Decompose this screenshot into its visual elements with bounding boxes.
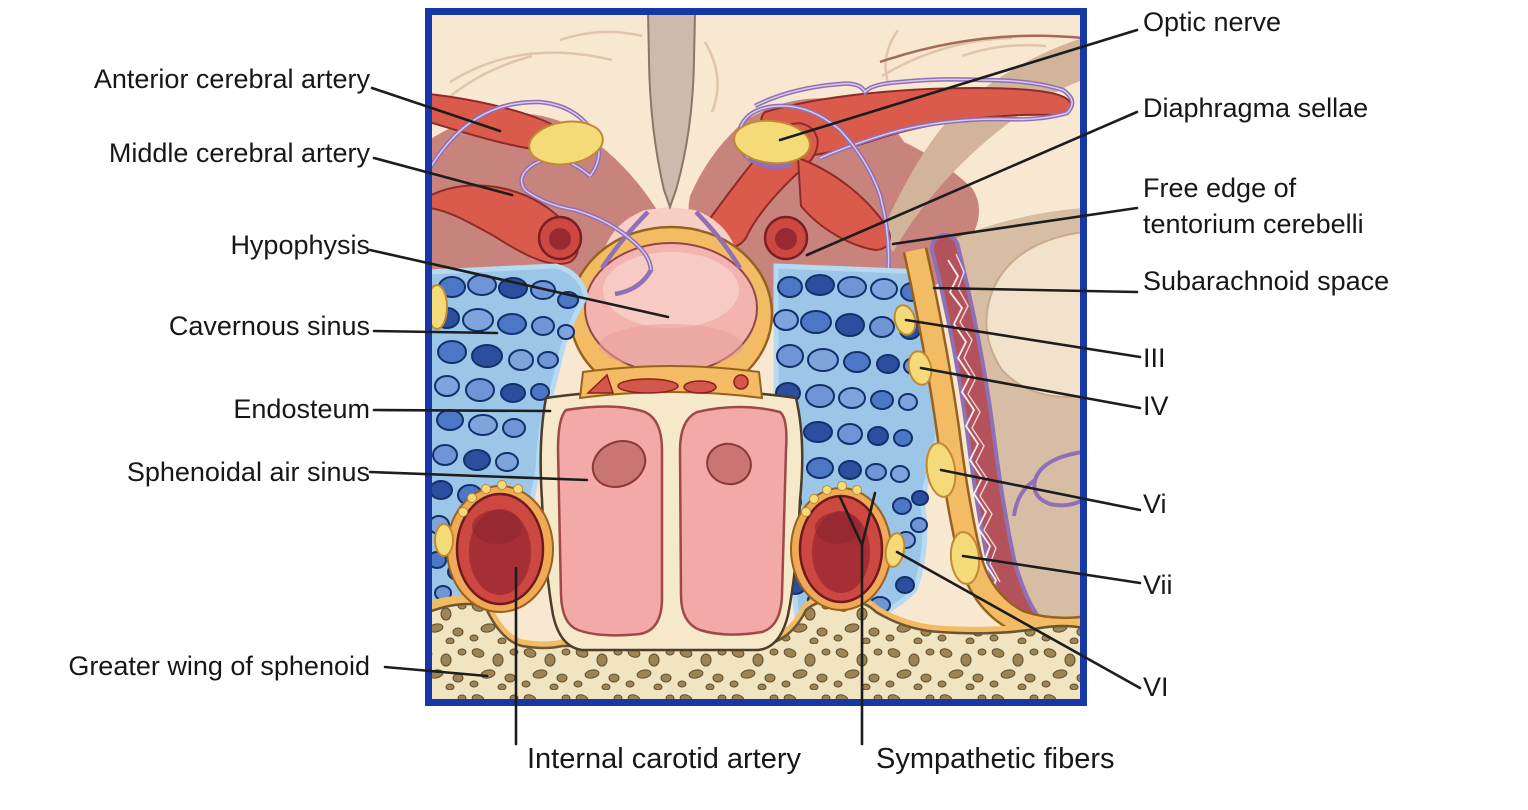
leader-optic-nerve — [778, 28, 1139, 142]
right-artery-band — [698, 77, 1075, 252]
subarachnoid-band — [934, 237, 1036, 631]
label-sympathetic-fibers: Sympathetic fibers — [876, 743, 1115, 775]
label-endosteum: Endosteum — [233, 394, 370, 424]
leader-endosteum — [372, 408, 552, 413]
artery-cross-sections — [537, 215, 809, 261]
sphenoid-sinus-right-lobe — [678, 405, 788, 636]
intercavernous-sinus — [578, 365, 764, 400]
label-nerve-vi: VI — [1143, 672, 1169, 702]
hypophysis-gland — [584, 242, 758, 374]
leader-sympathetic-fibers — [838, 491, 877, 746]
label-greater-wing-of-sphenoid: Greater wing of sphenoid — [68, 651, 370, 681]
left-edge-nerves — [429, 284, 454, 557]
label-diaphragma-sellae: Diaphragma sellae — [1143, 93, 1369, 123]
sphenoidal-air-sinus-region — [539, 388, 804, 652]
label-middle-cerebral-artery: Middle cerebral artery — [108, 138, 370, 168]
leader-greater-wing-of-sphenoid — [383, 665, 489, 678]
label-nerve-iii: III — [1143, 343, 1166, 373]
leader-sphenoidal-air-sinus — [368, 470, 589, 482]
temporal-fissure — [1012, 450, 1083, 517]
leader-nerve-iii — [904, 318, 1142, 359]
label-hypophysis: Hypophysis — [230, 230, 370, 260]
leader-nerve-iv — [919, 366, 1142, 410]
leader-anterior-cerebral-artery — [370, 86, 502, 133]
optic-nerves — [528, 119, 811, 166]
leader-middle-cerebral-artery — [372, 156, 514, 197]
label-subarachnoid-space: Subarachnoid space — [1143, 266, 1390, 296]
label-nerve-iv: IV — [1143, 391, 1169, 421]
label-free-edge-of-tentorium-cerebelli: Free edge of tentorium cerebelli — [1143, 173, 1364, 240]
label-nerve-v1: Vi — [1143, 489, 1167, 519]
label-nerve-v2: Vii — [1143, 570, 1173, 600]
pituitary-stalk — [646, 12, 697, 211]
leader-hypophysis — [368, 248, 670, 319]
leader-nerve-vi — [895, 550, 1142, 690]
label-cavernous-sinus: Cavernous sinus — [168, 311, 370, 341]
leader-free-edge-tentorium — [891, 206, 1139, 246]
label-anterior-cerebral-artery: Anterior cerebral artery — [93, 64, 370, 94]
leader-nerve-v2 — [961, 554, 1142, 585]
leader-diaphragma-sellae — [805, 110, 1139, 257]
figure-frame — [425, 8, 1087, 706]
leader-lines — [368, 28, 1142, 746]
leader-nerve-v1 — [939, 468, 1142, 512]
label-optic-nerve: Optic nerve — [1143, 7, 1282, 37]
nerve-v2-section — [949, 531, 981, 585]
leader-subarachnoid-space — [932, 286, 1139, 294]
nerve-vi-section — [884, 532, 906, 568]
sphenoid-sinus-left-lobe — [556, 405, 664, 637]
leader-cavernous-sinus — [372, 329, 499, 335]
label-internal-carotid-artery: Internal carotid artery — [527, 743, 802, 775]
label-sphenoidal-air-sinus: Sphenoidal air sinus — [126, 457, 370, 487]
